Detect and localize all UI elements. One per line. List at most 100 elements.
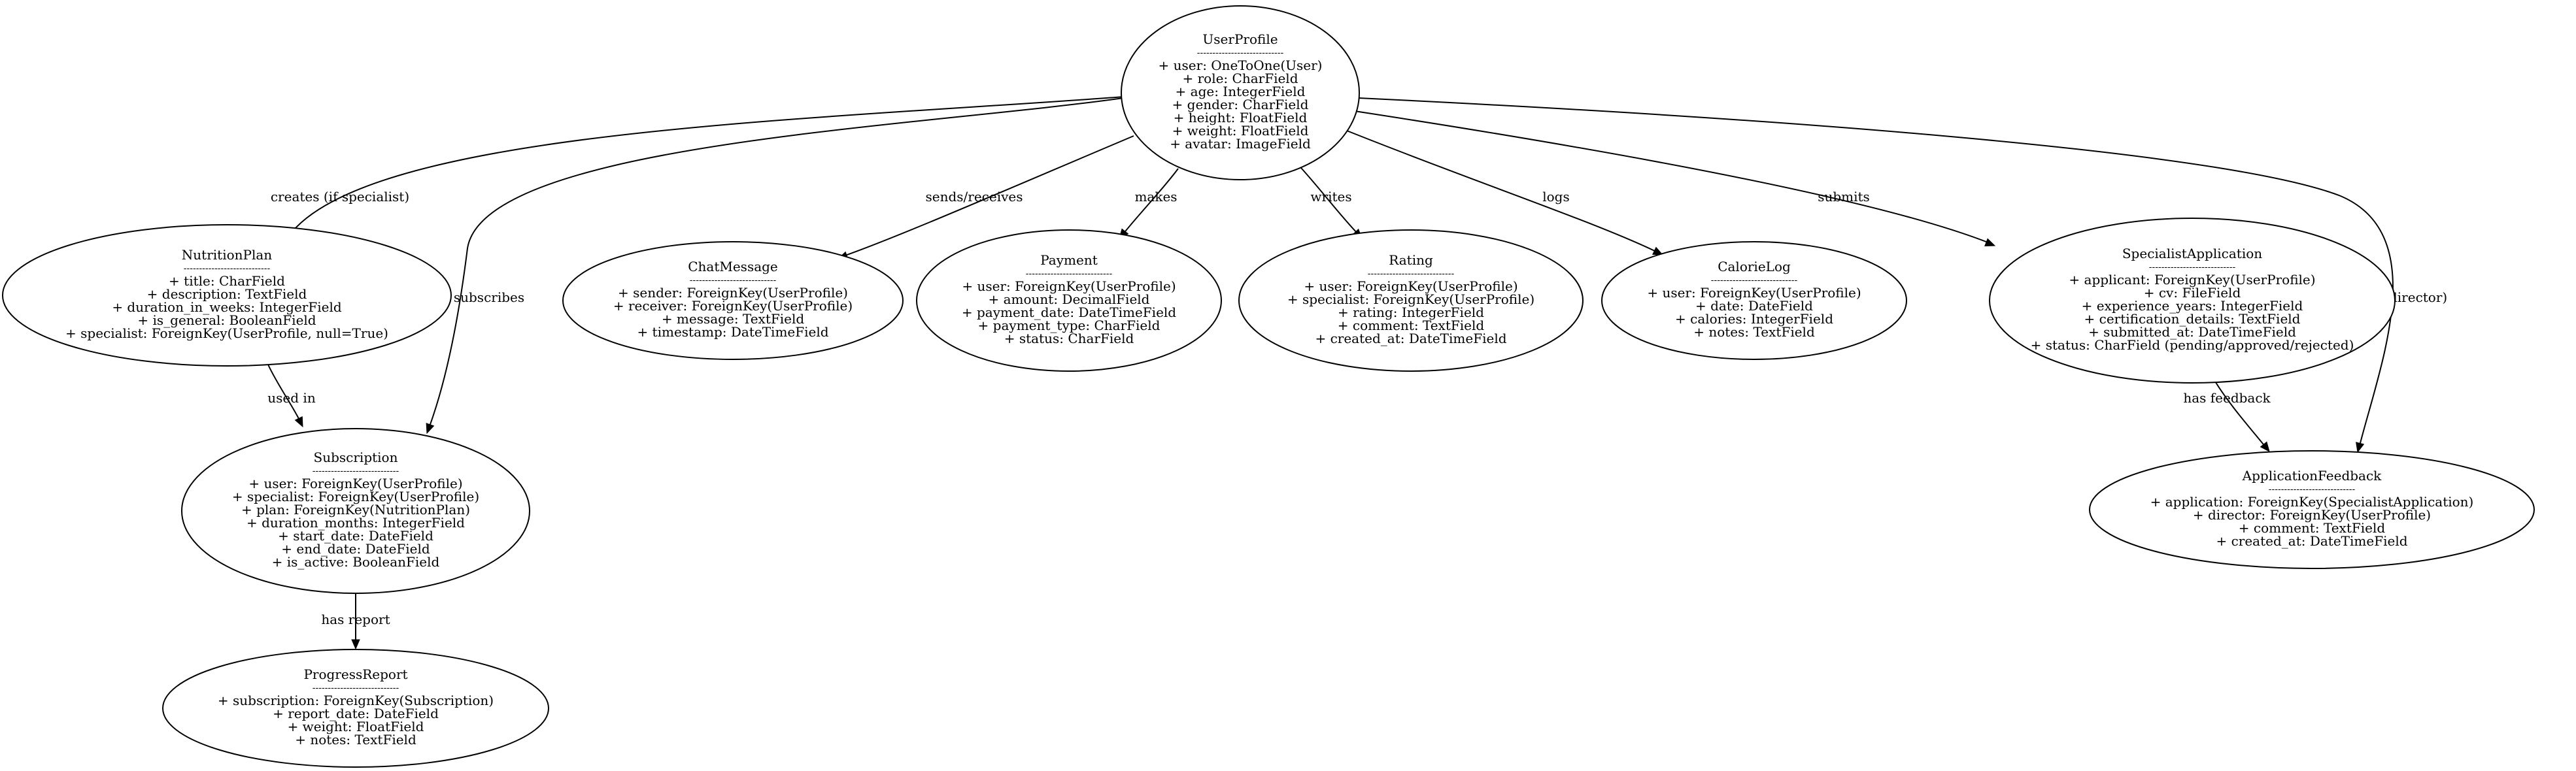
edge-line [1123,168,1179,235]
arrow-head [426,423,435,435]
node-title: ChatMessage [688,259,778,274]
edge-user-profile-to-rating: writes [1300,167,1363,239]
node-field: + is_active: BooleanField [272,554,440,570]
node-title: UserProfile [1202,31,1278,47]
node-field: + subscription: ForeignKey(Subscription) [218,693,494,708]
node-separator: ---------------------------- [2149,262,2236,272]
node-field: + weight: FloatField [288,719,424,734]
node-field: + age: IntegerField [1176,84,1306,99]
node-title: NutritionPlan [182,247,273,263]
edge-label: logs [1542,189,1570,205]
edge-line [428,97,1124,429]
node-field: + status: CharField [1004,331,1134,346]
node-field: + title: CharField [169,273,285,289]
node-field: + date: DateField [1695,298,1813,314]
edge-user-profile-to-nutrition-plan: creates (if specialist) [271,96,1125,242]
node-subscription: Subscription----------------------------… [181,428,530,594]
node-field: + status: CharField (pending/approved/re… [2031,337,2354,353]
node-specialist-application: SpecialistApplication-------------------… [1989,218,2396,384]
node-separator: ---------------------------- [184,263,271,274]
node-field: + end_date: DateField [281,541,430,557]
edge-line [2214,380,2266,448]
node-field: + avatar: ImageField [1170,136,1311,152]
edge-user-profile-to-subscription: subscribes [426,97,1124,435]
node-ellipse [2089,450,2535,569]
edge-specialist-application-to-application-feedback: has feedback [2183,380,2271,452]
edge-label: subscribes [454,289,524,305]
edge-line [1354,110,1990,244]
node-field: + duration_in_weeks: IntegerField [112,299,342,315]
node-progress-report: ProgressReport--------------------------… [162,649,549,768]
node-field: + comment: TextField [1338,318,1485,333]
edge-label: submits [1818,189,1870,205]
node-payment: Payment----------------------------+ use… [916,229,1222,372]
node-field: + specialist: ForeignKey(UserProfile, nu… [65,325,388,341]
edge-user-profile-to-calorie-log: logs [1346,130,1664,255]
node-field: + user: ForeignKey(UserProfile) [1647,285,1861,301]
node-title: ProgressReport [303,666,407,682]
node-ellipse [1601,241,1907,360]
edge-user-profile-to-specialist-application: submits [1354,110,1996,247]
arrow-head [351,639,360,650]
node-ellipse [1989,218,2396,384]
node-title: SpecialistApplication [2122,246,2262,261]
node-field: + message: TextField [662,311,805,327]
node-field: + notes: TextField [295,732,416,747]
node-chat-message: ChatMessage----------------------------+… [562,241,904,360]
node-field: + user: ForeignKey(UserProfile) [962,278,1176,294]
node-field: + user: ForeignKey(UserProfile) [1304,278,1517,294]
node-title: Payment [1040,252,1098,268]
edge-user-profile-to-payment: makes [1119,168,1179,239]
edge-label: used in [267,390,316,406]
edge-line [288,96,1125,237]
node-field: + applicant: ForeignKey(UserProfile) [2069,272,2315,287]
node-field: + user: OneToOne(User) [1159,57,1323,73]
edge-line [1300,167,1359,235]
node-field: + certification_details: TextField [2084,311,2301,327]
arrow-head [294,416,303,428]
arrow-head [2356,442,2365,453]
node-field: + sender: ForeignKey(UserProfile) [618,285,848,301]
node-field: + application: ForeignKey(SpecialistAppl… [2150,494,2474,510]
node-field: + plan: ForeignKey(NutritionPlan) [241,502,470,517]
node-separator: ---------------------------- [1711,275,1798,286]
edge-label: makes [1134,189,1177,205]
node-ellipse [916,229,1222,372]
edge-label: creates (if specialist) [271,189,409,205]
node-field: + start_date: DateField [278,528,433,544]
node-ellipse [1238,229,1584,372]
node-ellipse [162,649,549,768]
node-application-feedback: ApplicationFeedback---------------------… [2089,450,2535,569]
node-separator: ---------------------------- [1026,269,1113,279]
node-field: + role: CharField [1182,71,1298,86]
edge-line [1346,130,1658,253]
edge-line [843,135,1134,257]
node-field: + rating: IntegerField [1338,304,1484,320]
node-field: + cv: FileField [2144,285,2241,301]
node-field: + created_at: DateTimeField [2216,533,2407,549]
edge-label: sends/receives [925,189,1023,205]
node-separator: ---------------------------- [1197,48,1284,58]
node-title: Subscription [314,450,398,465]
node-separator: ---------------------------- [313,466,399,476]
node-title: ApplicationFeedback [2242,468,2382,484]
node-field: + height: FloatField [1174,110,1308,125]
node-field: + duration_months: IntegerField [246,515,465,531]
node-nutrition-plan: NutritionPlan---------------------------… [2,224,452,367]
node-separator: ---------------------------- [2269,484,2356,495]
edge-nutrition-plan-to-subscription: used in [267,364,316,428]
arrow-head [2260,441,2270,452]
node-title: Rating [1389,252,1433,268]
node-field: + payment_date: DateTimeField [962,304,1176,320]
node-field: + specialist: ForeignKey(UserProfile) [232,489,479,504]
node-field: + experience_years: IntegerField [2082,298,2303,314]
node-separator: ---------------------------- [313,683,399,693]
node-separator: ---------------------------- [1368,269,1455,279]
node-field: + calories: IntegerField [1675,311,1833,327]
arrow-head [1984,238,1996,247]
edge-label: writes [1310,189,1351,205]
node-ellipse [1121,5,1360,180]
node-field: + user: ForeignKey(UserProfile) [248,476,462,491]
node-ellipse [562,241,904,360]
